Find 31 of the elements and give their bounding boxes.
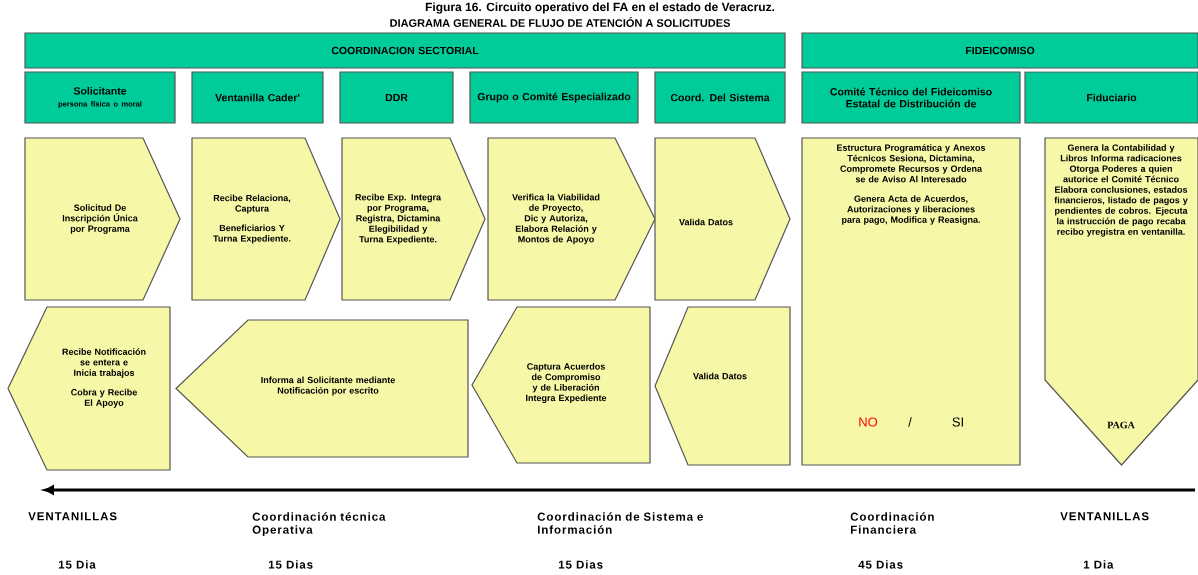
process-pentagon: Genera la Contabilidad y Libros Informa radicaciones Otorga Poderes a quien autorice el Comité Técnico Elabora conclusiones, estados financieros, listado de pagos y pendientes de cobros. Ejecuta la instrucción de pago recaba recibo yregistra en ventanilla. PAGA bbox=[1044, 137, 1198, 466]
duration-label: 15 Dias bbox=[558, 560, 603, 569]
phase-label: Coordinación técnica Operativa bbox=[252, 512, 386, 536]
diagram-title: DIAGRAMA GENERAL DE FLUJO DE ATENCIÓN A SOLICITUDES bbox=[390, 17, 730, 27]
process-step: Recibe Relaciona, Captura Beneficiarios Y Turna Expediente. bbox=[191, 137, 341, 301]
duration-label: 15 Dias bbox=[268, 560, 313, 569]
process-step: Recibe Notificación se entera e Inicia trabajos Cobra y Recibe El Apoyo bbox=[7, 306, 171, 471]
column-header: Ventanilla Cader' bbox=[191, 71, 324, 124]
duration-label: 15 Dia bbox=[58, 560, 96, 569]
process-step: Valida Datos bbox=[654, 306, 791, 466]
column-header: Grupo o Comité Especializado bbox=[469, 71, 639, 124]
column-header: Coord. Del Sistema bbox=[654, 71, 786, 124]
phase-label: Coordinación Financiera bbox=[850, 512, 934, 534]
column-header: Comité Técnico del Fideicomiso Estatal de Distribución de bbox=[801, 71, 1021, 124]
process-step: Valida Datos bbox=[654, 137, 791, 301]
process-step: Captura Acuerdos de Compromiso y de Liberación Integra Expediente bbox=[471, 306, 651, 464]
figure-caption: Figura 16. Circuito operativo del FA en el estado de Veracruz. bbox=[425, 2, 775, 14]
process-step: Verifica la Viabilidad de Proyecto, Dic y Autoriza, Elabora Relación y Montos de Apoyo bbox=[487, 137, 656, 301]
process-step: Informa al Solicitante mediante Notificación por escrito bbox=[175, 319, 469, 458]
section-band: COORDINACION SECTORIAL bbox=[24, 32, 786, 69]
phase-label: VENTANILLAS bbox=[1060, 512, 1149, 521]
process-step: Solicitud De Inscripción Única por Programa bbox=[24, 137, 181, 301]
section-band: FIDEICOMISO bbox=[801, 32, 1198, 69]
phase-label: Coordinación de Sistema e Información bbox=[537, 512, 703, 534]
process-box: Estructura Programática y Anexos Técnicos Sesiona, Dictamina, Compromete Recursos y Ordena se de Aviso Al Interesado Genera Acta de Acuerdos, Autorizaciones y liberaciones para pago, Modifica y Reasigna. NO / SI bbox=[801, 137, 1021, 466]
phase-label: VENTANILLAS bbox=[28, 512, 117, 521]
process-step: Recibe Exp. Integra por Programa, Registra, Dictamina Elegibilidad y Turna Expediente. bbox=[341, 137, 486, 301]
duration-label: 1 Dia bbox=[1083, 560, 1114, 569]
column-header: Fiduciario bbox=[1024, 71, 1198, 124]
column-header: DDR bbox=[339, 71, 454, 124]
duration-label: 45 Dias bbox=[858, 560, 903, 569]
